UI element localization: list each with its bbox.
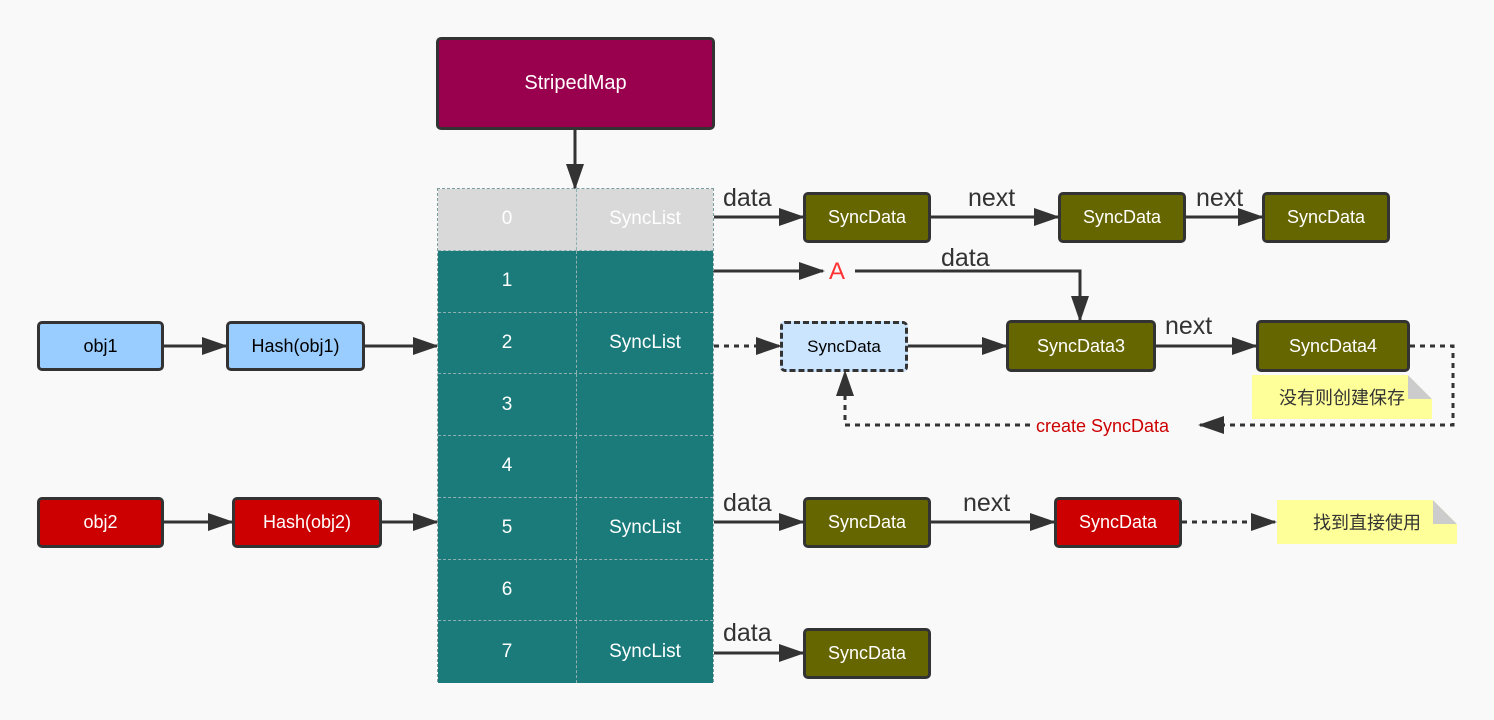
note-found-use: 找到直接使用: [1277, 500, 1457, 544]
edge-label-data: data: [723, 489, 772, 517]
row-value: [577, 374, 713, 435]
hash-obj2-node: Hash(obj2): [232, 497, 382, 548]
syncdata-label: SyncData: [1082, 207, 1162, 227]
syncdata-node: SyncData: [803, 628, 931, 679]
table-row: 2 SyncList: [438, 312, 713, 375]
obj1-label: obj1: [83, 335, 118, 356]
new-syncdata-label: SyncData: [807, 336, 881, 356]
edge-syncdata4-loop: [1198, 344, 1455, 434]
table-row: 7 SyncList: [438, 621, 713, 683]
hash-obj1-node: Hash(obj1): [226, 321, 365, 371]
note-text: 没有则创建保存: [1279, 388, 1405, 408]
row-index: 1: [438, 250, 577, 312]
note-fold-icon: [1433, 500, 1457, 524]
row-value: SyncList: [609, 208, 681, 230]
table-row: 3: [438, 374, 713, 436]
syncdata4-node: SyncData4: [1256, 320, 1410, 372]
row-index: 6: [438, 559, 577, 621]
table-row: 0 SyncList: [438, 189, 713, 251]
syncdata3-node: SyncData3: [1006, 320, 1156, 372]
row-value: SyncList: [609, 331, 681, 353]
striped-map-node: StripedMap: [436, 37, 715, 130]
row-value: SyncList: [609, 517, 681, 539]
row-value: SyncList: [609, 641, 681, 663]
create-syncdata-label: create SyncData: [1036, 416, 1170, 436]
edge-label-data: data: [723, 184, 772, 212]
obj2-label: obj2: [83, 512, 118, 532]
edge-label-next: next: [968, 184, 1016, 212]
row-index: 2: [438, 312, 577, 374]
edge-create-to-new: [836, 370, 1030, 427]
syncdata-node: SyncData: [803, 192, 931, 243]
row-index: 4: [438, 436, 577, 497]
syncdata3-label: SyncData3: [1036, 335, 1126, 356]
row-index: 0: [438, 189, 577, 250]
row-value: [577, 436, 713, 497]
row-index: 7: [438, 621, 577, 683]
striped-map-label: StripedMap: [524, 72, 627, 94]
syncdata-label: SyncData: [1078, 512, 1158, 532]
table-row: 4: [438, 436, 713, 498]
found-syncdata-node: SyncData: [1054, 497, 1182, 548]
syncdata-label: SyncData: [827, 207, 907, 227]
note-fold-icon: [1408, 375, 1432, 399]
table-row: 1: [438, 250, 713, 313]
edge-label-next: next: [963, 489, 1011, 517]
syncdata-node: SyncData: [1262, 192, 1390, 243]
row-value: [577, 560, 713, 621]
edge-label-next: next: [1196, 184, 1244, 212]
syncdata-label: SyncData: [827, 512, 907, 532]
obj2-node: obj2: [37, 497, 164, 548]
table-row: 5 SyncList: [438, 497, 713, 560]
row-index: 5: [438, 497, 577, 559]
syncdata4-label: SyncData4: [1288, 335, 1378, 356]
note-text: 找到直接使用: [1313, 513, 1421, 533]
edge-A-to-syncdata3: [855, 269, 1089, 322]
striped-map-table: 0 SyncList 1 2 SyncList 3 4 5 SyncList 6…: [437, 188, 714, 683]
edge-label-data: data: [723, 619, 772, 647]
new-syncdata-node: SyncData: [780, 321, 908, 372]
syncdata-node: SyncData: [1058, 192, 1186, 243]
syncdata-label: SyncData: [827, 643, 907, 663]
hash-obj1-label: Hash(obj1): [251, 335, 340, 356]
marker-A: A: [829, 258, 846, 285]
table-row: 6: [438, 559, 713, 622]
hash-obj2-label: Hash(obj2): [262, 512, 352, 532]
obj1-node: obj1: [37, 321, 164, 371]
syncdata-node: SyncData: [803, 497, 931, 548]
note-create-save: 没有则创建保存: [1252, 375, 1432, 419]
syncdata-label: SyncData: [1286, 207, 1366, 227]
row-index: 3: [438, 374, 577, 435]
edge-label-data: data: [941, 244, 990, 272]
edge-label-next: next: [1165, 312, 1213, 340]
row-value: [577, 251, 713, 312]
